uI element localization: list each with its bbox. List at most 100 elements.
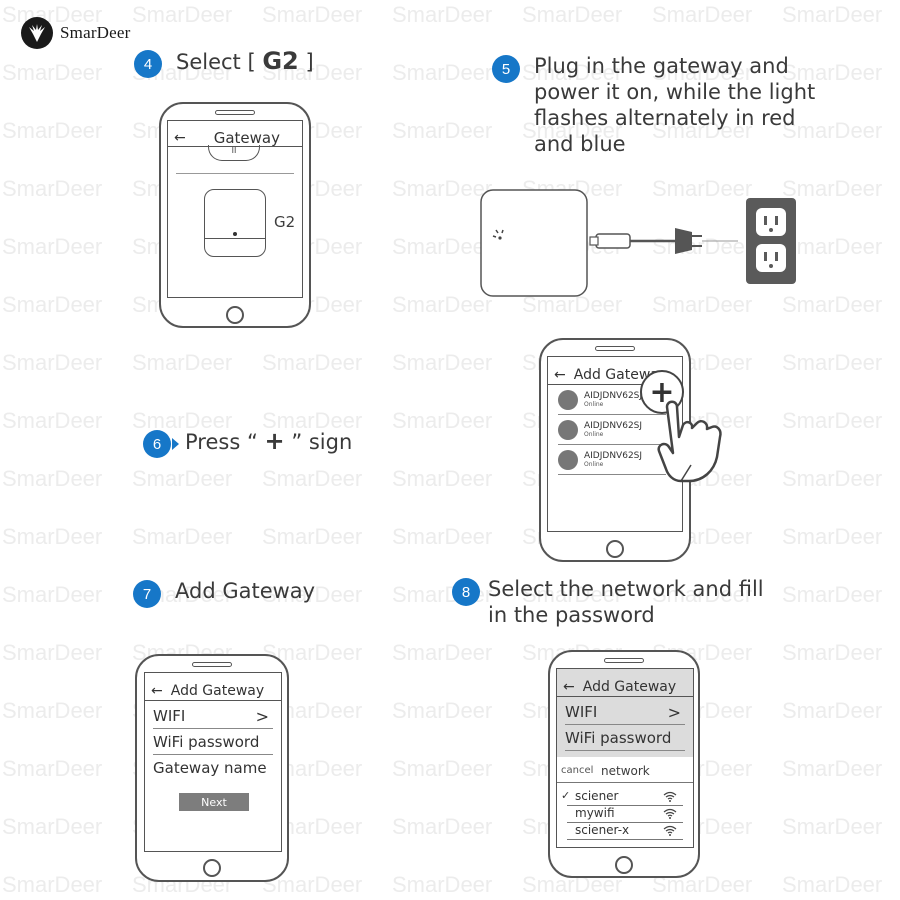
status-bar bbox=[557, 669, 693, 677]
network-option[interactable]: mywifi bbox=[567, 806, 683, 823]
back-arrow-icon[interactable]: ← bbox=[174, 129, 186, 146]
chevron-right-icon: > bbox=[255, 707, 269, 726]
watermark-text: SmarDeer bbox=[782, 118, 883, 143]
screen-title: Add Gateway bbox=[170, 682, 265, 699]
network-option[interactable]: ✓ sciener bbox=[561, 789, 683, 806]
watermark-text: SmarDeer bbox=[392, 292, 493, 317]
brand-name: SmarDeer bbox=[60, 23, 131, 42]
step-number: 4 bbox=[134, 50, 162, 78]
watermark-text: SmarDeer bbox=[782, 350, 883, 375]
dimmed-background bbox=[557, 669, 693, 757]
watermark-text: SmarDeer bbox=[2, 2, 103, 27]
watermark-text: SmarDeer bbox=[262, 466, 363, 491]
plus-icon: + bbox=[264, 427, 285, 455]
divider bbox=[176, 173, 294, 174]
watermark-text: SmarDeer bbox=[782, 698, 883, 723]
watermark-text: SmarDeer bbox=[2, 466, 103, 491]
wifi-password-field[interactable]: WiFi password bbox=[153, 733, 273, 755]
watermark-text: SmarDeer bbox=[132, 350, 233, 375]
watermark-text: SmarDeer bbox=[392, 118, 493, 143]
cancel-button[interactable]: cancel bbox=[561, 765, 594, 776]
watermark-text: SmarDeer bbox=[2, 582, 103, 607]
watermark-text: SmarDeer bbox=[2, 872, 103, 897]
watermark-text: SmarDeer bbox=[262, 582, 363, 607]
watermark-text: SmarDeer bbox=[652, 176, 753, 201]
step-number: 7 bbox=[133, 580, 161, 608]
phone-speaker bbox=[215, 110, 255, 115]
watermark-text: SmarDeer bbox=[392, 176, 493, 201]
home-button bbox=[606, 540, 624, 558]
watermark-text: SmarDeer bbox=[2, 118, 103, 143]
screen-title: Add Gateway bbox=[582, 678, 677, 695]
wall-outlet-icon bbox=[746, 198, 796, 284]
gateway-device-icon bbox=[558, 390, 578, 410]
back-arrow-icon[interactable]: ← bbox=[151, 682, 163, 699]
step-number: 6 bbox=[143, 430, 171, 458]
watermark-text: SmarDeer bbox=[522, 118, 623, 143]
next-button[interactable]: Next bbox=[179, 793, 249, 811]
watermark-text: SmarDeer bbox=[392, 698, 493, 723]
step-number: 8 bbox=[452, 578, 480, 606]
gateway-device-icon[interactable] bbox=[204, 189, 266, 257]
watermark-text: SmarDeer bbox=[522, 582, 623, 607]
watermark-text: SmarDeer bbox=[782, 872, 883, 897]
watermark-text: SmarDeer bbox=[132, 2, 233, 27]
phone-screen: ← Add Gateway WIFI > WiFi password Gatew… bbox=[144, 672, 282, 852]
brand-logo: SmarDeer bbox=[20, 16, 131, 50]
watermark-text: SmarDeer bbox=[782, 524, 883, 549]
watermark-text: SmarDeer bbox=[782, 292, 883, 317]
wifi-icon bbox=[663, 791, 677, 802]
status-bar bbox=[145, 673, 281, 681]
watermark-text: SmarDeer bbox=[652, 582, 753, 607]
watermark-text: SmarDeer bbox=[262, 350, 363, 375]
phone-speaker bbox=[595, 346, 635, 351]
network-picker-header: cancel network bbox=[557, 761, 693, 783]
watermark-text: SmarDeer bbox=[2, 756, 103, 781]
home-button bbox=[203, 859, 221, 877]
gateway-list-item[interactable]: AIDJDNV62SJ Online bbox=[558, 387, 666, 415]
watermark-text: SmarDeer bbox=[2, 60, 103, 85]
watermark-text: SmarDeer bbox=[2, 640, 103, 665]
phone-add-gateway: ← Add Gateway WIFI > WiFi password Gatew… bbox=[135, 654, 289, 882]
network-option[interactable]: sciener-x bbox=[567, 823, 683, 840]
wifi-password-field[interactable]: WiFi password bbox=[565, 729, 685, 751]
wifi-select-row[interactable]: WIFI > bbox=[565, 703, 685, 725]
watermark-text: SmarDeer bbox=[782, 582, 883, 607]
watermark-text: SmarDeer bbox=[522, 2, 623, 27]
phone-speaker bbox=[192, 662, 232, 667]
watermark-text: SmarDeer bbox=[2, 292, 103, 317]
back-arrow-icon[interactable]: ← bbox=[554, 366, 566, 383]
gateway-device-icon bbox=[558, 450, 578, 470]
step-text: Press “ + ” sign bbox=[185, 427, 353, 455]
watermark-text: SmarDeer bbox=[652, 60, 753, 85]
watermark-text: SmarDeer bbox=[782, 814, 883, 839]
gateway-list-item[interactable]: AIDJDNV62SJ Online bbox=[558, 447, 666, 475]
watermark-text: SmarDeer bbox=[522, 60, 623, 85]
device-label[interactable]: G2 bbox=[274, 213, 296, 231]
watermark-text: SmarDeer bbox=[652, 2, 753, 27]
step-7-heading: 7 Add Gateway bbox=[133, 578, 315, 608]
screen-title: Gateway bbox=[213, 128, 280, 147]
gateway-device-partial: II bbox=[208, 145, 260, 161]
screen-titlebar: ← Add Gateway bbox=[145, 681, 281, 701]
watermark-text: SmarDeer bbox=[392, 234, 493, 259]
phone-speaker bbox=[604, 658, 644, 663]
home-button bbox=[226, 306, 244, 324]
watermark-text: SmarDeer bbox=[392, 2, 493, 27]
gateway-name-field[interactable]: Gateway name bbox=[153, 759, 267, 777]
watermark-text: SmarDeer bbox=[262, 408, 363, 433]
wifi-select-row[interactable]: WIFI > bbox=[153, 707, 273, 729]
watermark-text: SmarDeer bbox=[652, 118, 753, 143]
watermark-text: SmarDeer bbox=[782, 2, 883, 27]
step-text: Plug in the gateway and power it on, whi… bbox=[534, 54, 816, 156]
gateway-list-item[interactable]: AIDJDNV62SJ Online bbox=[558, 417, 666, 445]
step-6-heading: 6 Press “ + ” sign bbox=[143, 428, 352, 458]
back-arrow-icon[interactable]: ← bbox=[563, 678, 575, 695]
step-4-heading: 4 Select [ G2 ] bbox=[134, 48, 314, 78]
watermark-text: SmarDeer bbox=[2, 408, 103, 433]
step-text: Add Gateway bbox=[175, 579, 316, 603]
gateway-device-icon bbox=[480, 189, 588, 297]
watermark-text: SmarDeer bbox=[392, 640, 493, 665]
hand-pointer-icon bbox=[657, 400, 722, 483]
watermark-text: SmarDeer bbox=[782, 640, 883, 665]
